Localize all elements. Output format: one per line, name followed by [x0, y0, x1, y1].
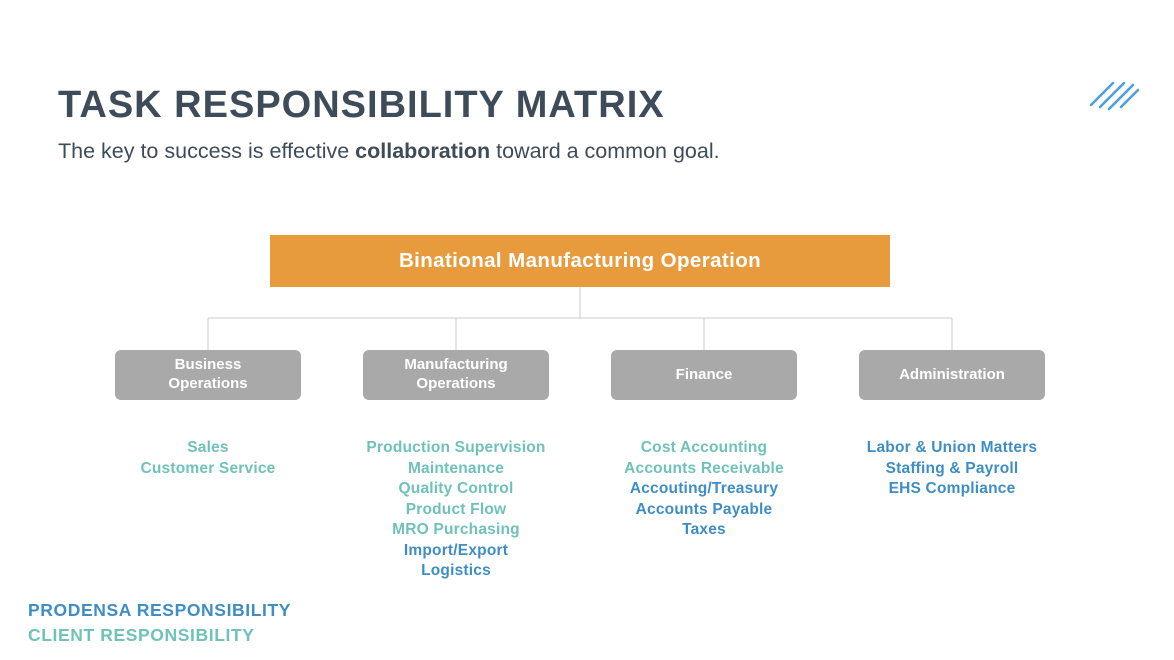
department-node: Administration: [859, 350, 1045, 400]
task-item: Maintenance: [407, 459, 505, 477]
task-item: Product Flow: [405, 500, 507, 518]
task-item: Quality Control: [398, 480, 514, 497]
task-item: Customer Service: [140, 459, 276, 477]
legend-client-responsibility: CLIENT RESPONSIBILITY: [28, 625, 255, 645]
task-item: Taxes: [682, 521, 726, 538]
org-root-node: Binational Manufacturing Operation: [270, 235, 890, 287]
subtitle-text-tail: toward a common goal.: [490, 139, 720, 163]
task-item: Production Supervision: [366, 439, 546, 456]
task-item: Staffing & Payroll: [885, 459, 1019, 477]
task-item: Labor & Union Matters: [866, 439, 1038, 456]
department-node: Finance: [611, 350, 797, 400]
task-item: Import/Export: [403, 541, 509, 559]
legend: PRODENSA RESPONSIBILITY CLIENT RESPONSIB…: [28, 598, 291, 648]
page-title: TASK RESPONSIBILITY MATRIX: [58, 84, 665, 126]
department-node: Business Operations: [115, 350, 301, 400]
department-node: Manufacturing Operations: [363, 350, 549, 400]
subtitle-text-lead: The key to success is effective: [58, 139, 356, 163]
task-item: Logistics: [421, 562, 491, 579]
task-item: Cost Accounting: [640, 439, 768, 456]
task-item: Accouting/Treasury: [629, 480, 779, 497]
task-item: Accounts Receivable: [624, 459, 784, 477]
legend-prodensa-responsibility: PRODENSA RESPONSIBILITY: [28, 600, 292, 620]
task-item: Accounts Payable: [635, 500, 773, 518]
brand-hatch-logo-icon: [1086, 74, 1144, 121]
task-item: Sales: [187, 439, 229, 456]
task-item: EHS Compliance: [888, 480, 1016, 497]
task-item: MRO Purchasing: [392, 521, 520, 538]
page-subtitle: The key to success is effective collabor…: [58, 139, 720, 164]
subtitle-bold-word: collaboration: [355, 139, 491, 163]
